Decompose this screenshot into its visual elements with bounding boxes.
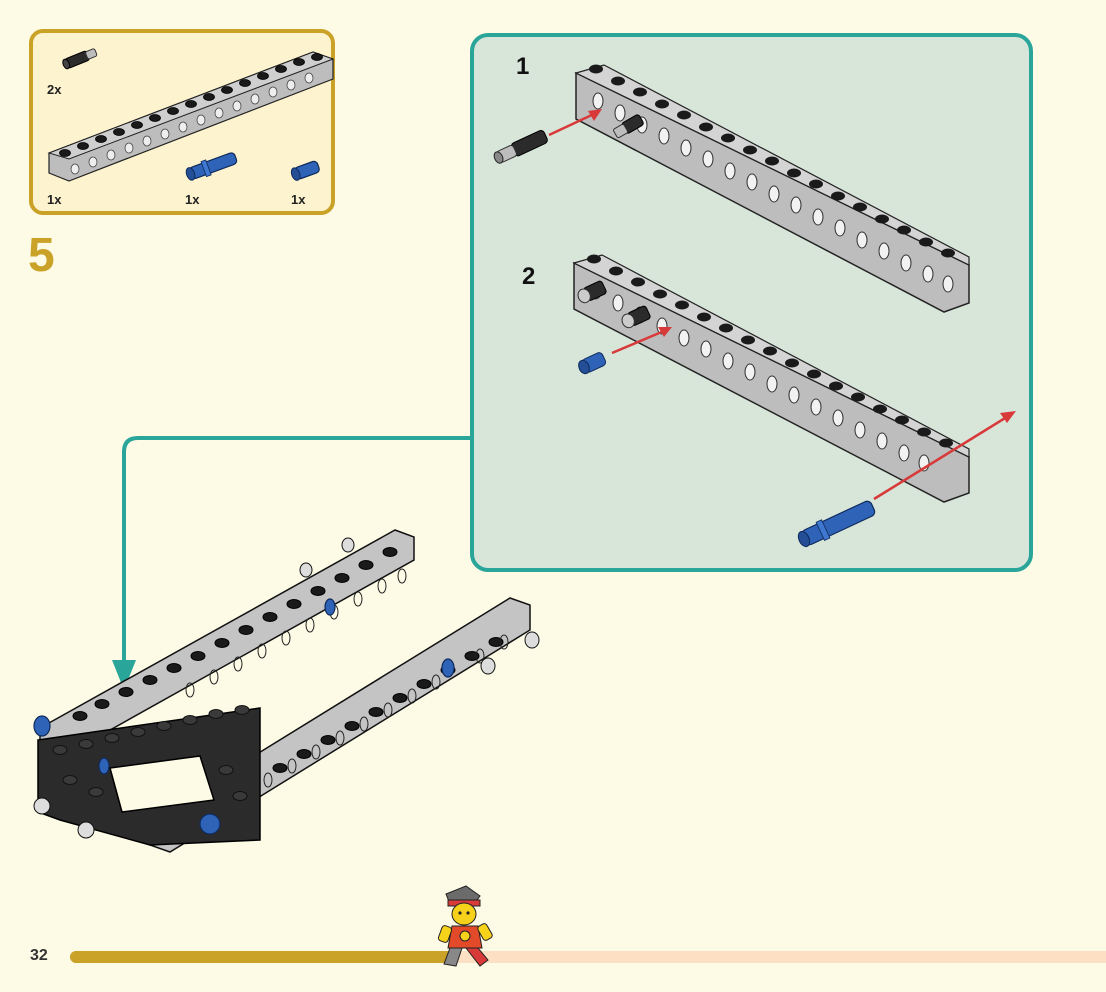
substep-1-number: 1 (516, 53, 530, 80)
pin-quantity: 2x (47, 82, 62, 97)
minifigure-mascot-icon (437, 885, 493, 967)
blue-long-pin-icon (185, 152, 238, 181)
beam-quantity: 1x (47, 192, 62, 207)
short-pin-quantity: 1x (291, 192, 306, 207)
blue-short-pin-icon (290, 160, 320, 181)
black-pin-icon (62, 48, 98, 70)
substep-1-illustration (493, 64, 970, 313)
substep-2-illustration (572, 254, 1016, 548)
substep-callout: 1 2 (470, 33, 1033, 572)
parts-list: 2x 1x 1x (29, 29, 335, 215)
page-progress-bar (70, 951, 1106, 963)
substep-2-number: 2 (522, 263, 536, 290)
step-number: 5 (28, 229, 55, 282)
gray-beam-icon (47, 51, 335, 182)
long-pin-quantity: 1x (185, 192, 200, 207)
page-number: 32 (30, 947, 48, 964)
progress-fill (70, 951, 454, 963)
